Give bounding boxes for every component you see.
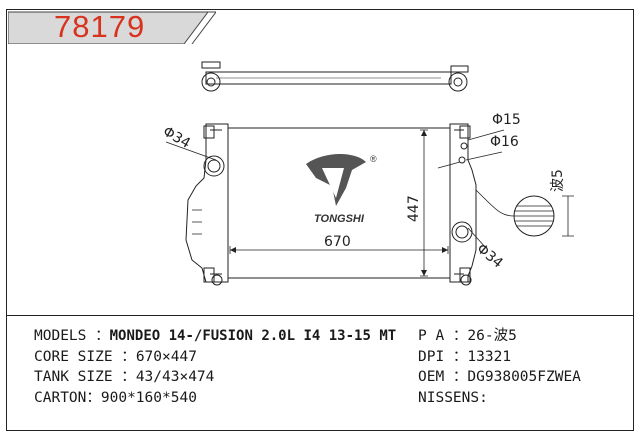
pa-value: 26-波5 xyxy=(467,328,517,344)
specs-divider xyxy=(7,315,633,316)
drawing-frame xyxy=(6,9,634,431)
radiator-drawing: ® TONGSHI 670 447 Φ34 Φ34 Φ15 Φ16 波5 xyxy=(6,10,634,315)
tank-size-value: 43/43×474 xyxy=(135,369,215,385)
tank-size-row: TANK SIZE ： 43/43×474 xyxy=(34,367,396,388)
dpi-label: DPI ： xyxy=(418,348,468,365)
carton-value: 900*160*540 xyxy=(100,389,197,406)
models-row: MODELS ： MONDEO 14-/FUSION 2.0L I4 13-15… xyxy=(34,326,396,347)
nissens-row: NISSENS: xyxy=(418,388,581,409)
pipe-diameter-15-label: Φ15 xyxy=(492,112,521,128)
pa-row: P A ： 26-波5 xyxy=(418,326,581,347)
tank-size-label: TANK SIZE ： xyxy=(34,369,136,385)
right-bracket-clip xyxy=(448,72,468,92)
left-bracket-clip xyxy=(201,72,221,92)
oem-value: DG938005FZWEA xyxy=(467,369,581,385)
registered-mark: ® xyxy=(370,154,377,164)
top-bracket-bar xyxy=(205,71,452,85)
specs-right: P A ： 26-波5 DPI ： 13321 OEM ： DG938005FZ… xyxy=(418,326,581,408)
carton-label: CARTON： xyxy=(34,389,101,406)
right-tank xyxy=(449,123,477,283)
outlet-diameter-label: Φ34 xyxy=(473,241,505,272)
part-number-tag: 78179 xyxy=(8,8,216,44)
outlet-pipe xyxy=(451,221,473,243)
carton-row: CARTON： 900*160*540 xyxy=(34,388,396,409)
core-height-label: 447 xyxy=(406,195,422,222)
tongshi-logo xyxy=(306,154,366,206)
inlet-pipe xyxy=(203,155,225,177)
left-tank xyxy=(185,123,229,283)
fin-pitch-label: 波5 xyxy=(550,169,566,192)
core-width-label: 670 xyxy=(324,234,351,250)
pa-label: P A ： xyxy=(418,328,468,344)
core-size-label: CORE SIZE ： xyxy=(34,348,136,365)
models-value: MONDEO 14-/FUSION 2.0L I4 13-15 MT xyxy=(109,328,397,344)
pipe-diameter-16-label: Φ16 xyxy=(490,134,519,150)
core-size-row: CORE SIZE ： 670×447 xyxy=(34,347,396,368)
core-size-value: 670×447 xyxy=(135,348,197,365)
oem-label: OEM ： xyxy=(418,369,468,385)
dpi-value: 13321 xyxy=(467,348,512,365)
oem-row: OEM ： DG938005FZWEA xyxy=(418,367,581,388)
nissens-label: NISSENS: xyxy=(418,389,488,406)
inlet-diameter-label: Φ34 xyxy=(160,124,193,152)
logo-text: TONGSHI xyxy=(314,213,365,225)
part-number: 78179 xyxy=(54,9,146,44)
dpi-row: DPI ： 13321 xyxy=(418,347,581,368)
specs-left: MODELS ： MONDEO 14-/FUSION 2.0L I4 13-15… xyxy=(34,326,396,408)
models-label: MODELS ： xyxy=(34,328,110,344)
